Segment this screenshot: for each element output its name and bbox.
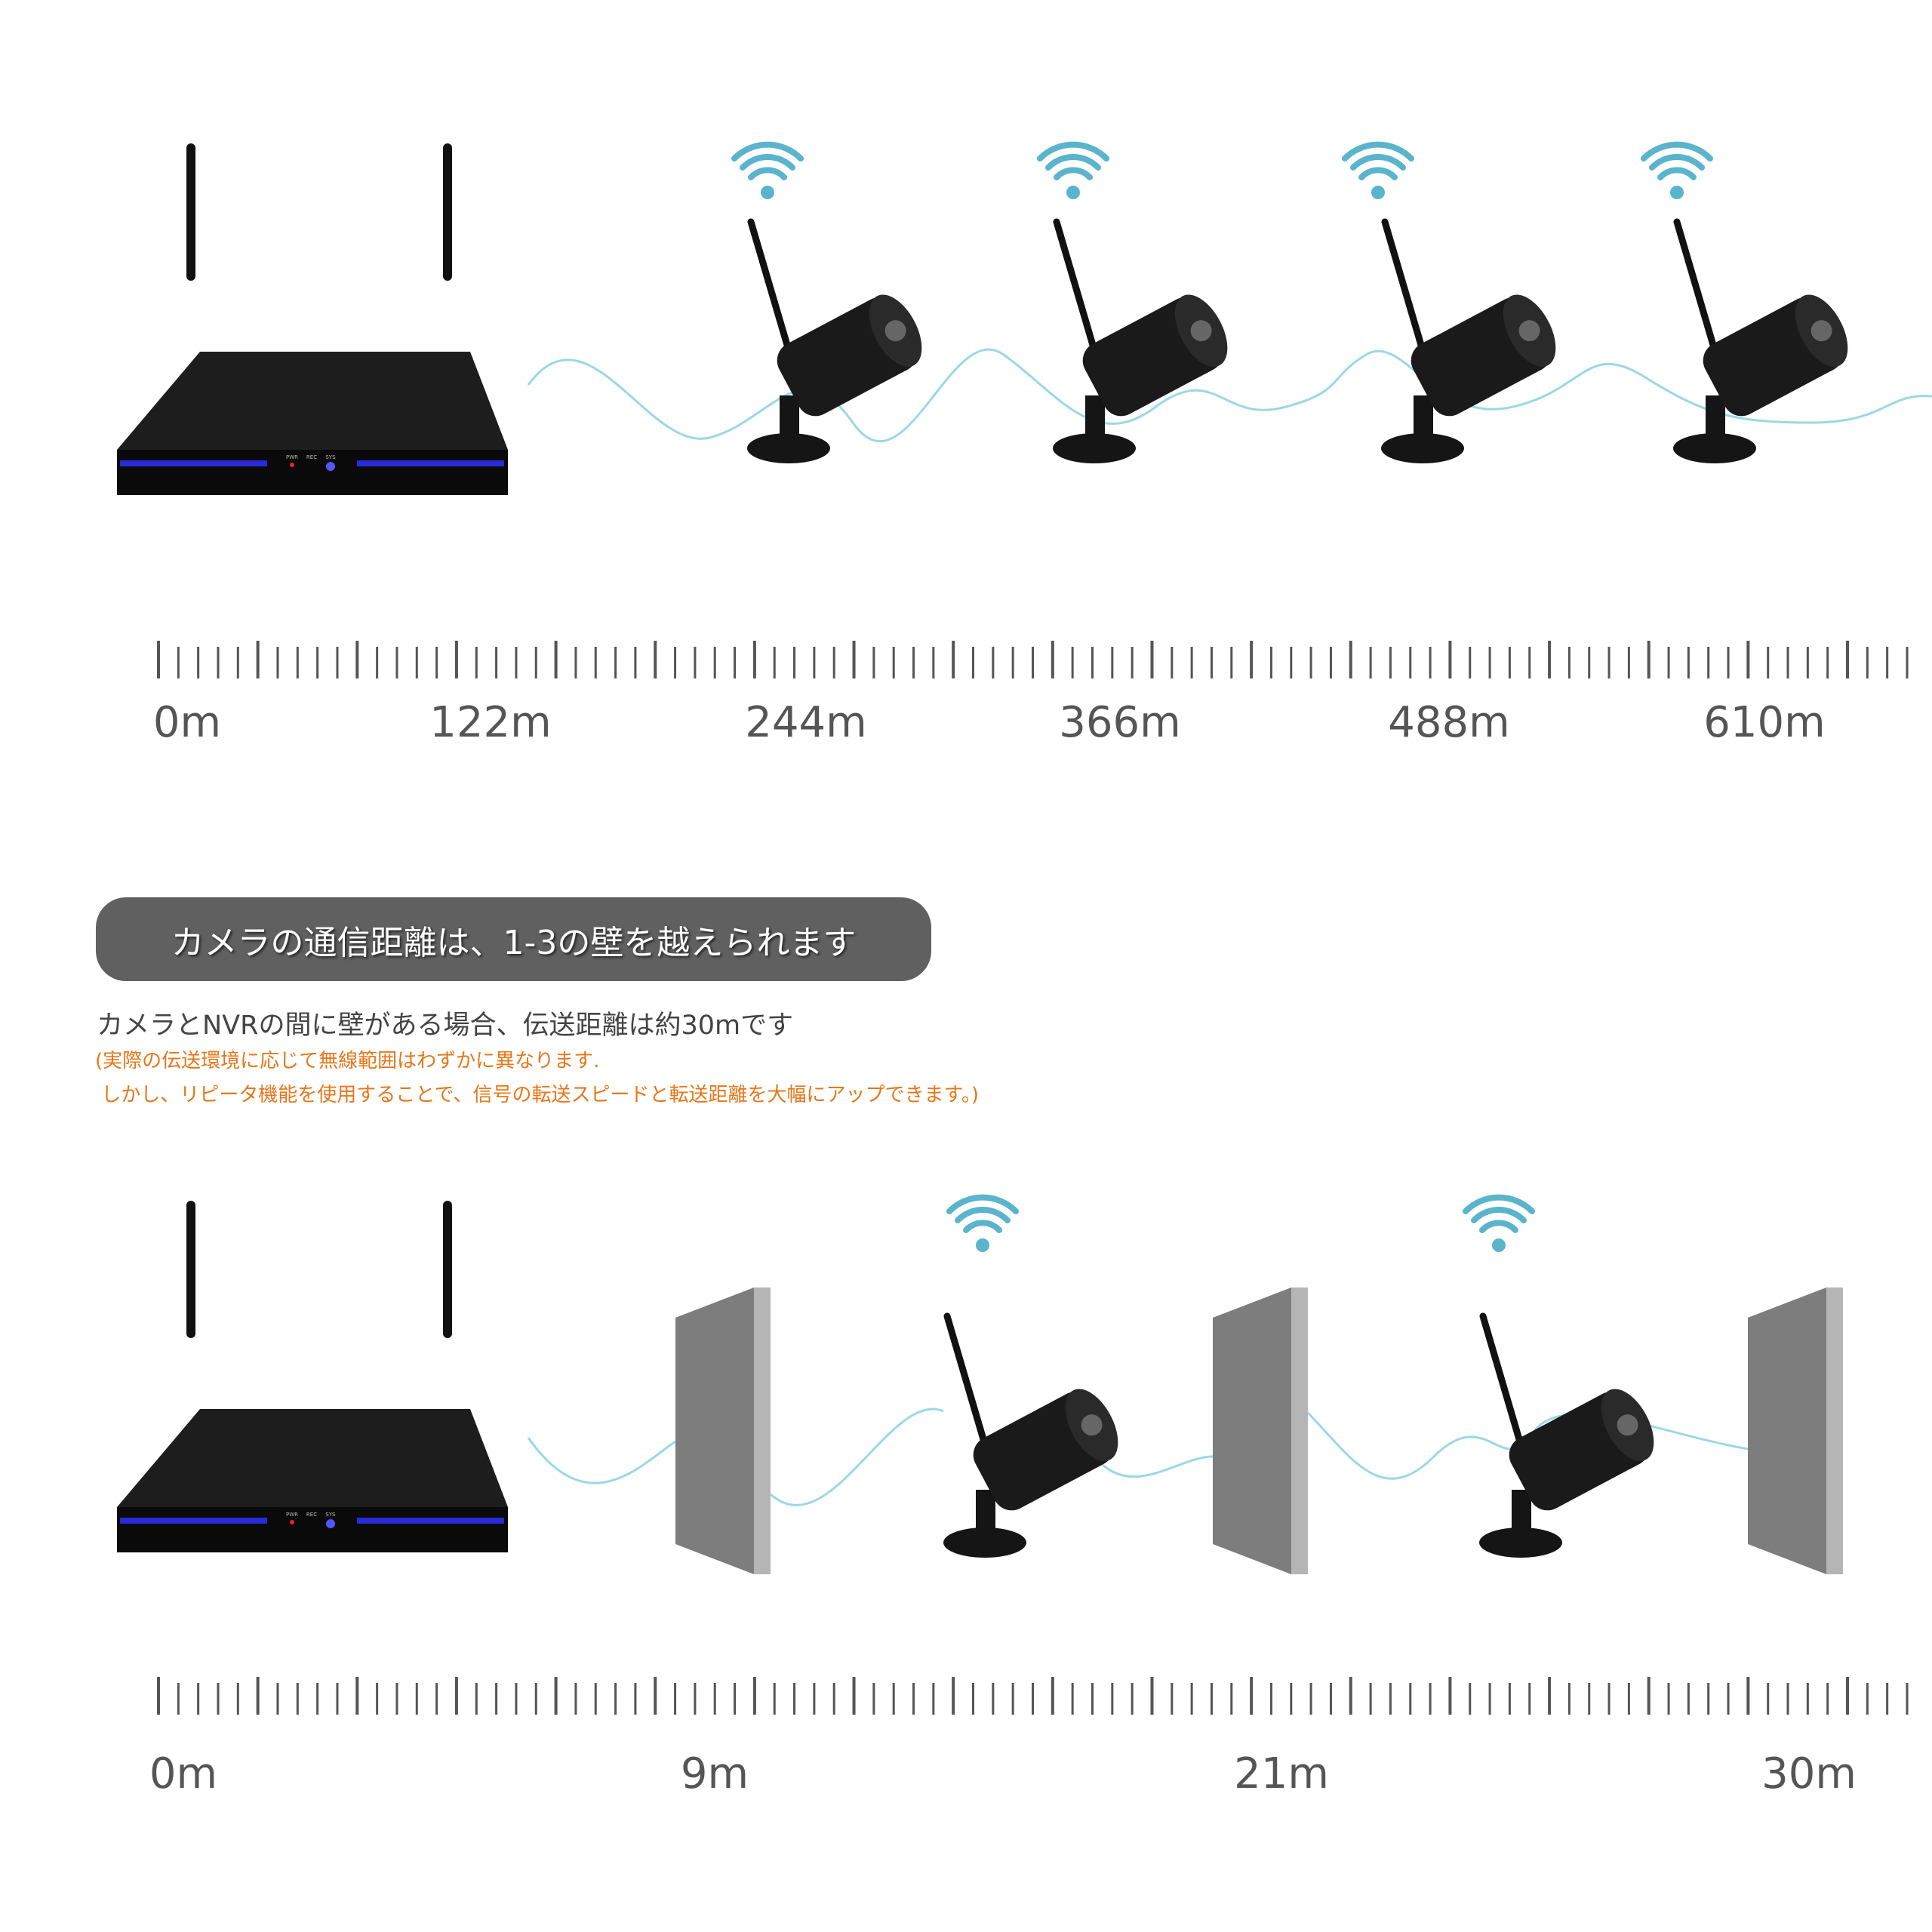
wifi-icon <box>1040 145 1106 199</box>
signal-wave-bottom <box>527 1407 1749 1506</box>
ruler-label: 366m <box>1059 698 1181 747</box>
wifi-icon <box>734 145 801 199</box>
ruler-label: 30m <box>1761 1749 1857 1798</box>
nvr-sys-label: SYS <box>325 1512 336 1518</box>
wifi-icon <box>1644 145 1710 199</box>
wifi-icon <box>1345 145 1411 199</box>
camera-icon <box>1479 1316 1665 1558</box>
nvr-pwr-label: PWR <box>285 454 299 460</box>
camera-icon <box>1053 222 1238 463</box>
wall-icon <box>1748 1287 1843 1574</box>
ruler-label: 0m <box>149 1749 218 1798</box>
ruler-label: 244m <box>745 698 867 747</box>
distance-ruler-top <box>157 641 1909 678</box>
description-note: しかし、リピータ機能を使用することで、信号の転送スピードと転送距離を大幅にアップ… <box>95 1084 979 1106</box>
camera-icon <box>943 1316 1129 1558</box>
signal-wave-top <box>527 348 1932 443</box>
distance-ruler-bottom <box>157 1677 1909 1715</box>
ruler-label: 122m <box>429 698 552 747</box>
nvr-rec-label: REC <box>306 1512 318 1518</box>
nvr-recorder-top <box>117 148 508 495</box>
wifi-icon <box>949 1198 1016 1252</box>
camera-icon <box>1381 222 1567 463</box>
nvr-sys-label: SYS <box>325 454 336 460</box>
ruler-label: 21m <box>1234 1749 1329 1798</box>
description-note: (実際の伝送環境に応じて無線範囲はわずかに異なります. <box>95 1050 600 1072</box>
ruler-label: 610m <box>1703 698 1826 747</box>
ruler-label: 9m <box>680 1749 749 1798</box>
nvr-recorder-bottom <box>117 1205 508 1552</box>
wall-icon <box>675 1287 771 1574</box>
wall-icon <box>1213 1287 1308 1574</box>
camera-icon <box>747 222 933 463</box>
nvr-pwr-label: PWR <box>285 1512 299 1518</box>
ruler-label: 0m <box>152 698 222 747</box>
ruler-label: 488m <box>1388 698 1510 747</box>
banner-heading: カメラの通信距離は、1-3の壁を越えられます <box>96 897 931 981</box>
nvr-rec-label: REC <box>306 454 318 460</box>
wifi-icon <box>1466 1198 1532 1252</box>
camera-icon <box>1673 222 1859 463</box>
description-main: カメラとNVRの間に壁がある場合、伝送距離は約30mです <box>97 1011 794 1041</box>
